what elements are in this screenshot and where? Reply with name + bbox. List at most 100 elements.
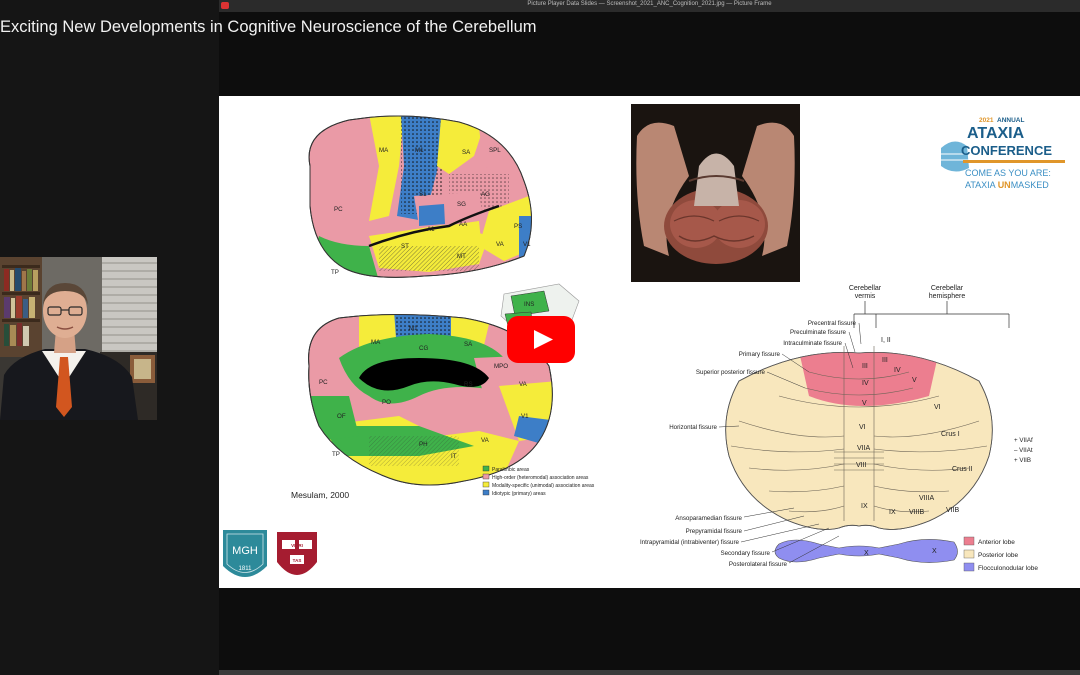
- lobule-label: VI: [934, 404, 941, 411]
- logo-year: 2021: [979, 117, 994, 124]
- harvard-text-b: TAS: [293, 558, 302, 563]
- fissure-label: Horizontal fissure: [669, 424, 717, 431]
- lateral-label-aa: AA: [459, 221, 468, 228]
- fissure-label: Intraculminate fissure: [783, 340, 842, 347]
- lateral-label-va: VA: [496, 241, 505, 248]
- lobule-label: VIIIA: [919, 495, 935, 502]
- lateral-label-pc: PC: [334, 206, 343, 213]
- window-title: Picture Player Data Slides — Screenshot_…: [527, 1, 772, 7]
- harvard-text-a: VE RI: [291, 543, 303, 548]
- lobule-label: VIIB: [946, 507, 960, 514]
- cerebellum-diagram: Cerebellar vermis Cerebellar hemisphere: [640, 285, 1033, 568]
- fissure-label: Primary fissure: [739, 351, 781, 358]
- fissure-label: Posterolateral fissure: [729, 561, 788, 568]
- play-button[interactable]: [507, 316, 575, 363]
- medial-label-ph: PH: [419, 441, 428, 448]
- lobule-label: IV: [894, 367, 901, 374]
- window-title-strip: Picture Player Data Slides — Screenshot_…: [219, 0, 1080, 12]
- app-icon: [221, 2, 229, 9]
- header-vermis-a: Cerebellar: [849, 285, 882, 292]
- harvard-shield-logo: VE RI TAS: [277, 532, 317, 575]
- bottom-bar: [219, 670, 1080, 675]
- lobule-label: III: [882, 357, 888, 364]
- logo-tagline-2: ATAXIA UNMASKED: [965, 180, 1049, 190]
- presentation-slide: MA M1 S1 SA SPL PC SG AG A1 AA ST MT TP …: [219, 96, 1080, 588]
- right-side-label: + VIIB: [1014, 457, 1031, 464]
- lobule-label: I, II: [881, 337, 891, 344]
- medial-label-sa: SA: [464, 341, 473, 348]
- lateral-label-sg: SG: [457, 201, 466, 208]
- fissure-label: Intrapyramidal (intrabiventer) fissure: [640, 539, 740, 546]
- logo-conference: CONFERENCE: [961, 143, 1052, 158]
- lateral-label-ma: MA: [379, 147, 389, 154]
- lateral-label-ps: PS: [514, 223, 522, 230]
- lateral-label-s1: S1: [419, 191, 427, 198]
- lateral-brain-figure: MA M1 S1 SA SPL PC SG AG A1 AA ST MT TP …: [308, 115, 532, 278]
- medial-label-rs: RS: [464, 381, 473, 388]
- fissure-label: Prepyramidal fissure: [686, 528, 743, 535]
- medial-label-ma: MA: [371, 339, 381, 346]
- right-side-label: – VIIAt: [1014, 447, 1033, 454]
- lobule-labels: I, II III III IV IV V V VI VI Crus I Cru…: [856, 337, 973, 516]
- medial-label-po: PO: [382, 399, 391, 406]
- mgh-text: MGH: [232, 545, 258, 557]
- brain-legend-item: Paralimbic areas: [492, 467, 530, 473]
- speaker-image: [0, 257, 157, 420]
- medial-label-m1: M1: [409, 325, 418, 332]
- header-hemisphere-b: hemisphere: [929, 293, 966, 300]
- fissure-label: Ansoparamedian fissure: [675, 515, 742, 522]
- speaker-webcam: [0, 257, 157, 420]
- mgh-logo: MGH 1811: [223, 530, 267, 577]
- lateral-label-v1: V1: [523, 241, 531, 248]
- medial-label-pc: PC: [319, 379, 328, 386]
- lateral-label-ag: AG: [481, 191, 490, 198]
- brain-legend-item: Modality-specific (unimodal) association…: [492, 483, 595, 489]
- cerebellum-legend-item: Flocculonodular lobe: [978, 565, 1038, 572]
- brain-legend-item: Idiotypic (primary) areas: [492, 491, 546, 497]
- lobule-label: VIIA: [857, 445, 871, 452]
- lobule-label: VI: [859, 424, 866, 431]
- lobule-label: IV: [862, 380, 869, 387]
- video-title: Exciting New Developments in Cognitive N…: [0, 18, 537, 36]
- lobule-label: X: [932, 548, 937, 555]
- logo-annual: ANNUAL: [997, 117, 1024, 124]
- mgh-year: 1811: [239, 566, 253, 572]
- slide-content: MA M1 S1 SA SPL PC SG AG A1 AA ST MT TP …: [223, 104, 1065, 577]
- lateral-label-m1: M1: [415, 147, 424, 154]
- cerebellum-photo: [631, 104, 800, 282]
- figure-citation: Mesulam, 2000: [291, 490, 349, 500]
- brain-legend: Paralimbic areas High-order (heteromodal…: [482, 465, 595, 497]
- medial-label-it: IT: [451, 453, 457, 460]
- header-hemisphere-a: Cerebellar: [931, 285, 964, 292]
- medial-brain-figure: MA M1 SA CG MPO PC RS PO OF PH VA V1 TP …: [308, 314, 553, 486]
- fissure-label: Precentral fissure: [808, 320, 857, 327]
- medial-label-tp: TP: [332, 451, 340, 458]
- logo-ataxia: ATAXIA: [967, 125, 1025, 142]
- logo-tagline-1: COME AS YOU ARE:: [965, 168, 1051, 178]
- lateral-label-a1: A1: [427, 226, 435, 233]
- medial-label-v1: V1: [521, 413, 529, 420]
- medial-label-mpo: MPO: [494, 363, 508, 370]
- header-vermis-b: vermis: [855, 293, 876, 300]
- lateral-label-st: ST: [401, 243, 409, 250]
- fissure-label: Preculminate fissure: [790, 329, 847, 336]
- fissure-label: Superior posterior fissure: [696, 369, 766, 376]
- medial-label-va-2: VA: [481, 437, 490, 444]
- medial-label-cg: CG: [419, 345, 428, 352]
- mask-icon: [941, 141, 969, 172]
- insula-label-ins: INS: [524, 301, 534, 308]
- lobule-label: V: [862, 400, 867, 407]
- lateral-label-spl: SPL: [489, 147, 501, 154]
- lobule-label: IX: [889, 509, 896, 516]
- medial-label-of: OF: [337, 413, 346, 420]
- fissure-label: Secondary fissure: [720, 550, 770, 557]
- medial-label-va: VA: [519, 381, 528, 388]
- lobule-label: X: [864, 550, 869, 557]
- lateral-label-sa: SA: [462, 149, 471, 156]
- lobule-label: IX: [861, 503, 868, 510]
- cerebellum-legend-item: Anterior lobe: [978, 539, 1015, 546]
- right-side-label: + VIIAf: [1014, 437, 1033, 444]
- ataxia-conference-logo: 2021 ANNUAL ATAXIA CONFERENCE COME AS YO…: [939, 117, 1065, 190]
- cerebellum-legend: Anterior lobe Posterior lobe Flocculonod…: [963, 536, 1038, 572]
- lateral-label-tp: TP: [331, 269, 339, 276]
